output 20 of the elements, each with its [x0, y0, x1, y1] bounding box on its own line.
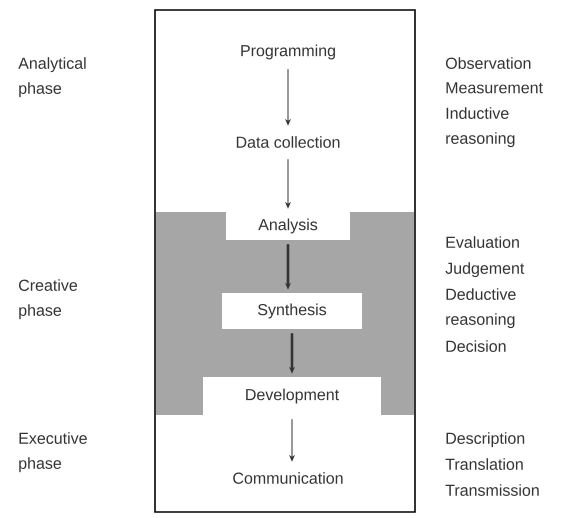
side-label: Observation	[446, 57, 530, 69]
side-label: Evaluation	[446, 236, 519, 248]
step-label: Analysis	[226, 212, 350, 240]
side-label: Translation	[446, 458, 523, 470]
side-label: Description	[446, 432, 524, 448]
side-label: Inductive reasoning	[446, 107, 514, 148]
frame-box	[154, 9, 416, 513]
side-label: Executive phase	[19, 432, 87, 472]
side-label: Transmission	[446, 484, 539, 496]
step-label: Synthesis	[222, 293, 362, 329]
side-label: Measurement	[446, 82, 543, 94]
step-label: Communication	[233, 472, 343, 484]
side-label: Analytical phase	[18, 57, 86, 98]
step-label: Development	[203, 377, 381, 415]
side-label: Deductive reasoning	[446, 288, 516, 328]
side-label: Judgement	[445, 262, 524, 278]
side-label: Decision	[446, 340, 506, 352]
side-label: Creative phase	[19, 279, 78, 320]
step-label: Data collection	[236, 136, 340, 148]
step-label: Programming	[241, 44, 335, 60]
